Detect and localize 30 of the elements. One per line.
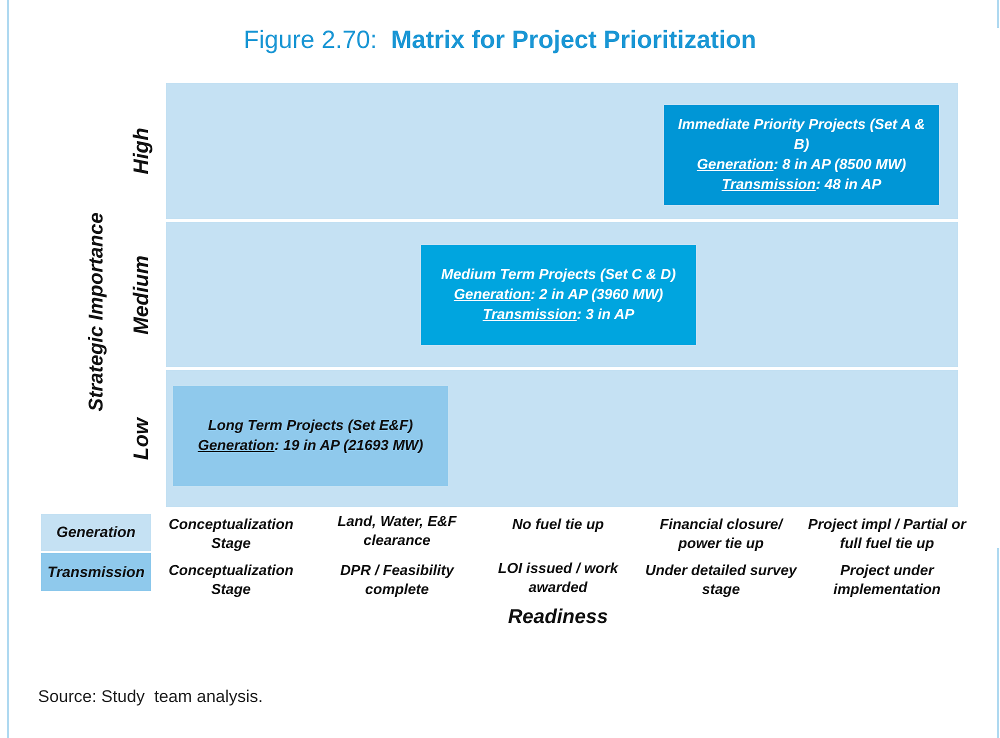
project-text: Transmission: 48 in AP [722,176,882,195]
readiness-stage-label: Project impl / Partial or full fuel tie up [807,516,967,554]
row-label: High [130,128,154,174]
row-header: Transmission [41,553,151,591]
project-text: Transmission: 3 in AP [482,306,634,325]
readiness-stage-label: Project under implementation [832,562,942,600]
project-box [173,386,448,486]
figure-title: Figure 2.70: Matrix for Project Prioritization [242,26,758,55]
project-box [421,245,696,345]
row-label: Low [130,418,154,460]
readiness-stage-label: No fuel tie up [511,516,605,535]
axis-title: Strategic Importance [86,212,108,412]
row-label: Medium [130,254,154,334]
readiness-stage-label: Conceptualization Stage [168,516,294,554]
project-text: Generation: 8 in AP (8500 MW) [696,156,906,175]
project-text: Generation: 19 in AP (21693 MW) [198,437,424,456]
project-text: Generation: 2 in AP (3960 MW) [454,286,664,305]
source-note: Source: Study team analysis. [38,687,263,707]
readiness-stage-label: Conceptualization Stage [168,562,294,600]
readiness-stage-label: Under detailed survey stage [644,562,798,600]
axis-title: Readiness [508,608,608,627]
readiness-stage-label: Financial closure/ power tie up [658,516,784,554]
readiness-stage-label: LOI issued / work awarded [496,560,620,598]
row-header: Generation [41,514,151,551]
project-box [664,105,939,205]
project-text: Immediate Priority Projects (Set A & B) [676,116,926,155]
readiness-stage-label: DPR / Feasibility complete [339,562,456,600]
project-text: Long Term Projects (Set E&F) [208,417,413,436]
readiness-stage-label: Land, Water, E&F clearance [336,513,458,551]
project-text: Medium Term Projects (Set C & D) [441,266,676,285]
